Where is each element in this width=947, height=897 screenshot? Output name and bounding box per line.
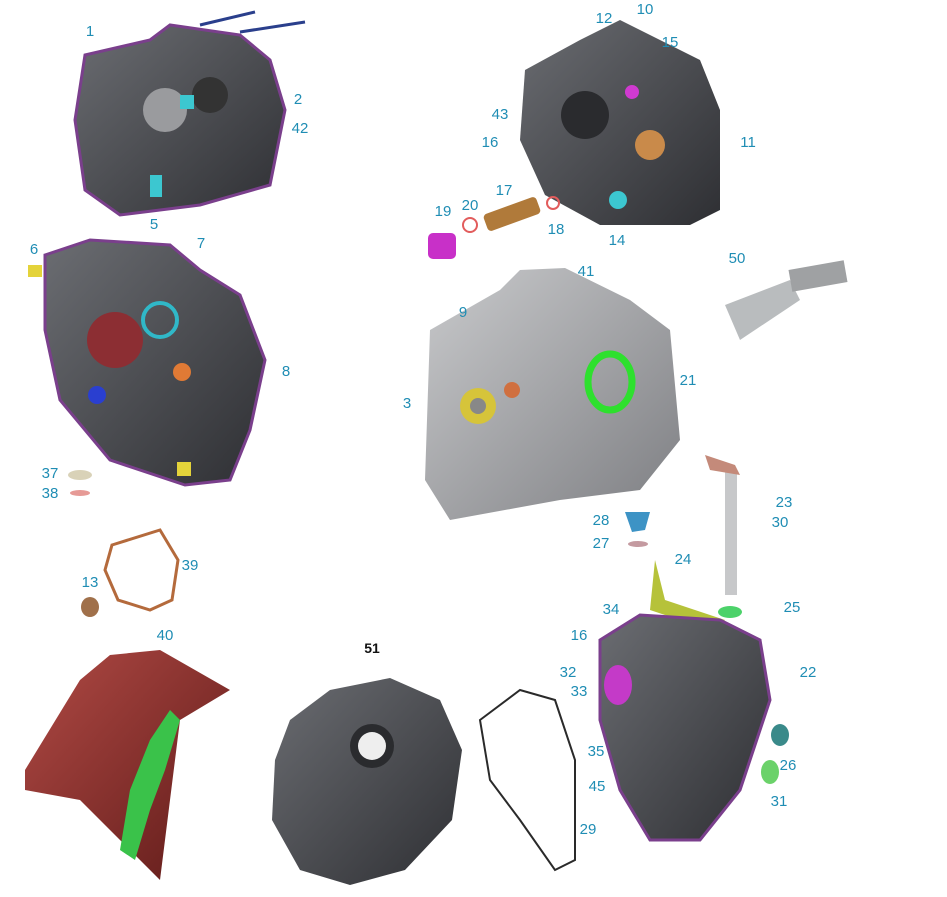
- callout-label: 13: [81, 574, 99, 591]
- callout-label: 39: [181, 557, 199, 574]
- callout-label: 15: [661, 34, 679, 51]
- callout-label: 2: [293, 91, 303, 108]
- callout-label: 20: [461, 197, 479, 214]
- callout-label: 33: [570, 683, 588, 700]
- callout-label: 6: [29, 241, 39, 258]
- cover-40: [25, 650, 230, 880]
- callout-label: 37: [41, 465, 59, 482]
- callout-label: 22: [799, 664, 817, 681]
- callout-label: 23: [775, 494, 793, 511]
- clutch-cover-22: [598, 613, 789, 842]
- main-part-label: 51: [364, 640, 380, 656]
- callout-label: 29: [579, 821, 597, 838]
- callout-label: 50: [728, 250, 746, 267]
- callout-label: 30: [771, 514, 789, 531]
- callout-label: 35: [587, 743, 605, 760]
- callout-label: 38: [41, 485, 59, 502]
- gasket-39: [81, 528, 180, 617]
- callout-label: 9: [458, 304, 468, 321]
- bolt-50: [725, 260, 848, 340]
- callout-label: 17: [495, 182, 513, 199]
- crankcase-right-rear: [520, 20, 720, 225]
- callout-label: 3: [402, 395, 412, 412]
- callout-label: 12: [595, 10, 613, 27]
- callout-label: 27: [592, 535, 610, 552]
- callout-label: 14: [608, 232, 626, 249]
- callout-label: 18: [547, 221, 565, 238]
- gasket-29: [478, 688, 576, 872]
- callout-label: 10: [636, 1, 654, 18]
- callout-label: 8: [281, 363, 291, 380]
- small-washers-37-38: [68, 470, 92, 496]
- callout-label: 26: [779, 757, 797, 774]
- callout-label: 42: [291, 120, 309, 137]
- callout-label: 16: [570, 627, 588, 644]
- crankcase-left-rear: [73, 10, 306, 217]
- callout-label: 31: [770, 793, 788, 810]
- crankcase-right-front: [425, 268, 680, 520]
- magneto-cover-51: [272, 678, 462, 885]
- callout-label: 45: [588, 778, 606, 795]
- callout-label: 21: [679, 372, 697, 389]
- callout-label: 41: [577, 263, 595, 280]
- callout-label: 5: [149, 216, 159, 233]
- callout-label: 24: [674, 551, 692, 568]
- crankcase-left-front: [28, 238, 267, 487]
- callout-label: 34: [602, 601, 620, 618]
- callout-label: 16: [481, 134, 499, 151]
- oil-strainer-parts: [428, 196, 560, 259]
- callout-label: 32: [559, 664, 577, 681]
- callout-label: 11: [740, 134, 756, 151]
- callout-label: 28: [592, 512, 610, 529]
- callout-label: 19: [434, 203, 452, 220]
- callout-label: 43: [491, 106, 509, 123]
- callout-label: 25: [783, 599, 801, 616]
- callout-label: 40: [156, 627, 174, 644]
- callout-label: 7: [196, 235, 206, 252]
- callout-label: 1: [85, 23, 95, 40]
- shift-shaft-parts: [625, 455, 742, 630]
